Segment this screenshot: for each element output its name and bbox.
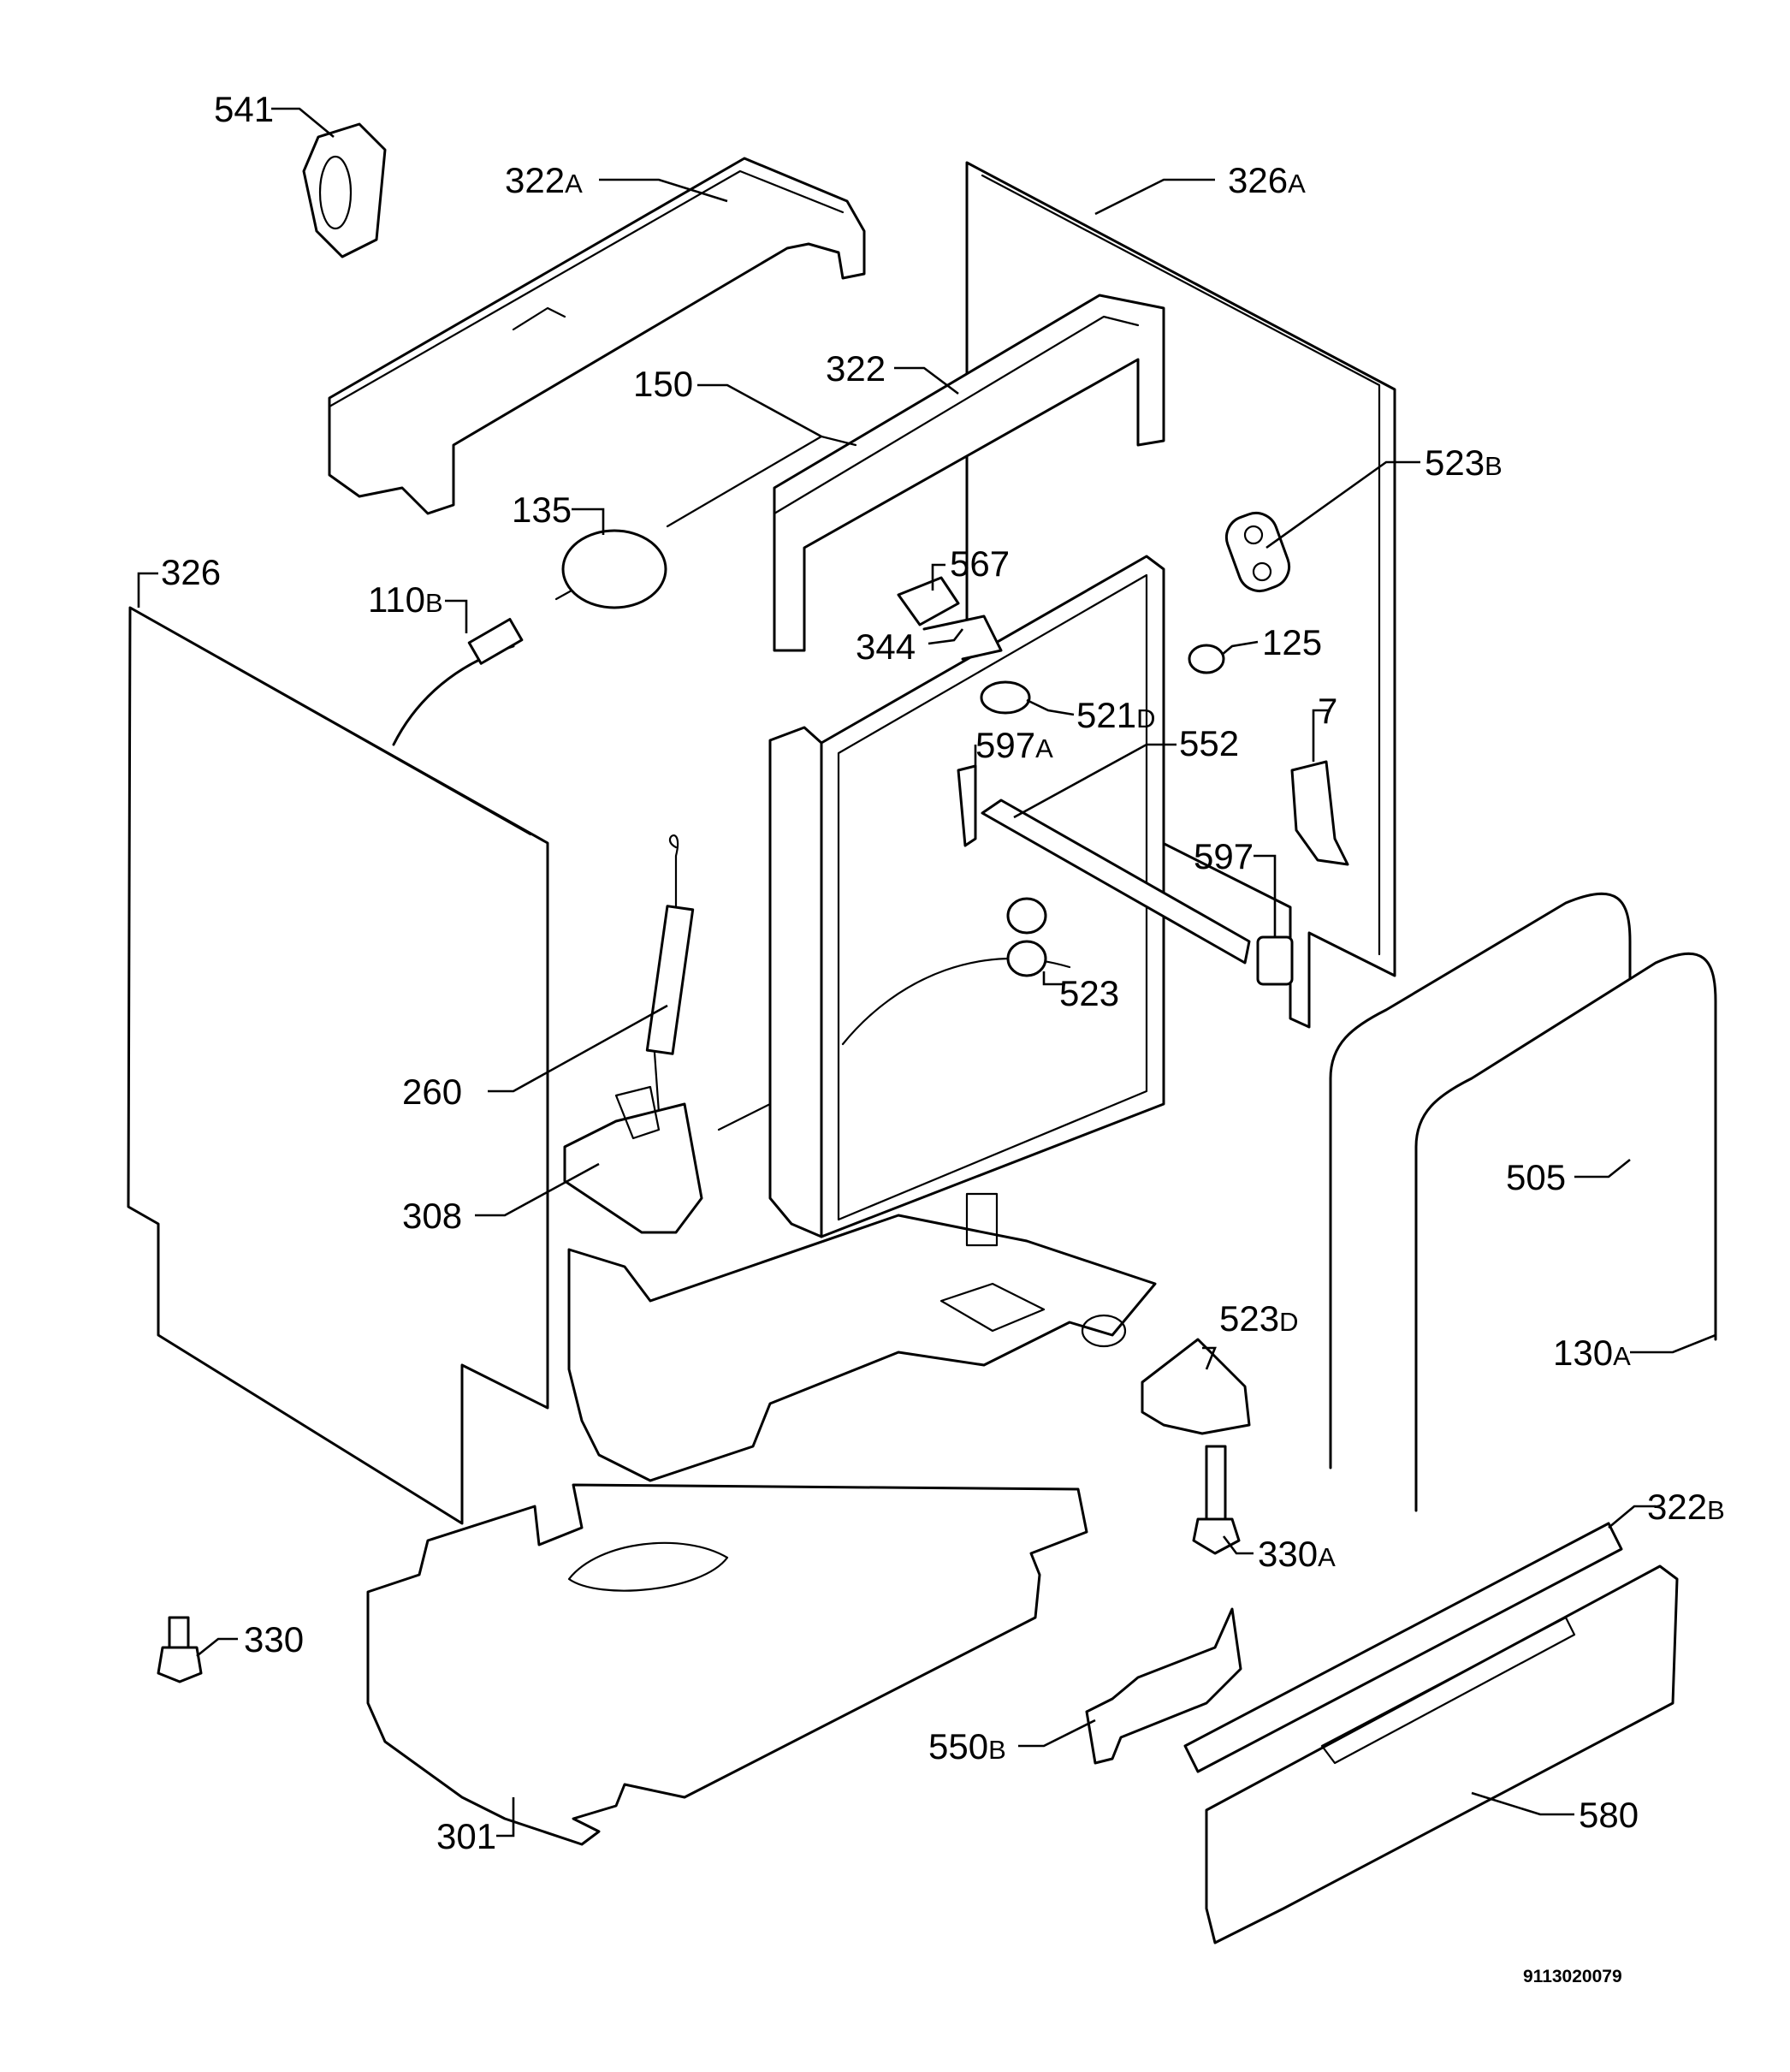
part-330a-leveling-foot (1192, 1445, 1241, 1555)
part-597-clip (1256, 935, 1294, 986)
label-326a: 326A (1228, 160, 1306, 200)
label-260: 260 (402, 1072, 462, 1112)
part-322-top-frame (773, 294, 1165, 652)
part-330-screw (157, 1616, 203, 1683)
part-135-salt-cap (554, 529, 667, 609)
leader-lines (137, 107, 1716, 1837)
part-523-fitting (1006, 897, 1047, 977)
label-567: 567 (950, 543, 1010, 584)
part-322b-rail (1183, 1522, 1623, 1773)
part-125-plug (1188, 644, 1225, 674)
label-308: 308 (402, 1196, 462, 1236)
part-550b-bracket (1085, 1607, 1242, 1765)
label-521d: 521D (1076, 695, 1155, 735)
label-552: 552 (1179, 723, 1239, 763)
part-base-assembly (567, 1192, 1157, 1482)
part-344-bracket (922, 614, 1003, 661)
label-322: 322 (826, 348, 886, 389)
label-125: 125 (1262, 622, 1322, 662)
label-130a: 130A (1553, 1333, 1631, 1373)
part-567-bracket (897, 576, 960, 626)
part-301-base-tray (366, 1483, 1088, 1846)
label-550b: 550B (928, 1726, 1006, 1766)
part-308-hinge (563, 1085, 703, 1234)
part-7-hinge (1290, 760, 1349, 866)
part-260-spring (645, 834, 695, 1114)
label-110b: 110B (368, 579, 443, 620)
label-150: 150 (633, 364, 693, 404)
part-130a-tub-seal (1414, 952, 1717, 1512)
part-541-clip (302, 122, 387, 258)
part-580-front-plate (1205, 1564, 1679, 1944)
label-597a: 597A (975, 725, 1053, 765)
label-322b: 322B (1647, 1487, 1725, 1527)
label-523d: 523D (1219, 1298, 1298, 1339)
document-number: 9113020079 (1523, 1967, 1622, 1986)
label-330: 330 (244, 1619, 304, 1659)
part-tub-frame (717, 555, 1165, 1238)
label-541: 541 (214, 89, 274, 129)
label-330a: 330A (1258, 1534, 1336, 1574)
part-523d-housing (1141, 1338, 1251, 1435)
part-597a-clip (957, 764, 977, 847)
label-135: 135 (512, 490, 572, 530)
label-505: 505 (1506, 1157, 1566, 1197)
label-326: 326 (161, 552, 221, 592)
label-7: 7 (1318, 691, 1337, 731)
label-597: 597 (1194, 836, 1254, 876)
label-523: 523 (1059, 973, 1119, 1013)
part-523b-seal (1224, 511, 1291, 593)
label-322a: 322A (505, 160, 583, 200)
label-344: 344 (856, 626, 916, 667)
part-110b-hose (392, 618, 524, 746)
part-521d-ring (980, 680, 1031, 715)
part-552-rail (981, 799, 1251, 965)
part-326-side-panel (127, 606, 549, 1525)
label-301: 301 (436, 1816, 496, 1856)
label-523b: 523B (1425, 442, 1503, 483)
label-580: 580 (1579, 1795, 1639, 1835)
part-322a-top-cover (328, 157, 866, 515)
